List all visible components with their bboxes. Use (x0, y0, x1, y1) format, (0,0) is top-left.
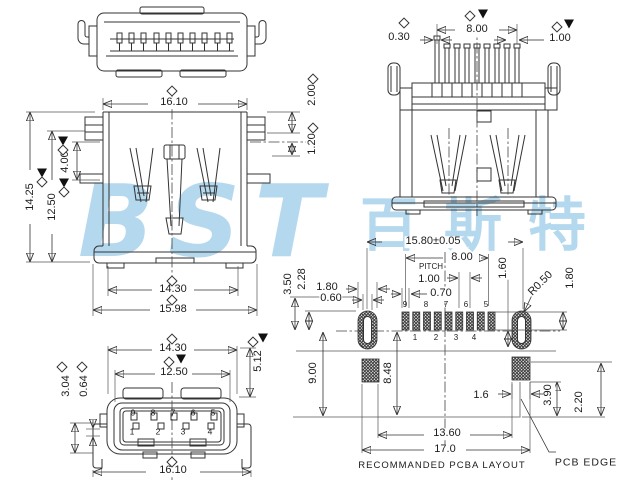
front-view-dimensions (26, 98, 300, 316)
left-mount-pad (361, 358, 380, 383)
front-view-contacts (129, 144, 221, 235)
face-contact-tabs (130, 412, 218, 430)
rear-view-contacts (430, 128, 526, 196)
pcba-layout-view (290, 242, 612, 453)
signal-pads (401, 311, 496, 331)
pcba-dimensions (290, 242, 605, 453)
top-view-pins (116, 32, 233, 51)
rear-view-dimensions (420, 24, 544, 44)
mating-face-view (70, 346, 256, 480)
watermark-chinese: 百斯特 (360, 191, 613, 259)
right-mount-pad (511, 356, 531, 381)
face-view-dimensions (70, 346, 256, 477)
rear-view (387, 24, 561, 216)
front-view (26, 90, 306, 316)
pcb-edge-lines (293, 358, 612, 453)
top-view (77, 6, 267, 78)
